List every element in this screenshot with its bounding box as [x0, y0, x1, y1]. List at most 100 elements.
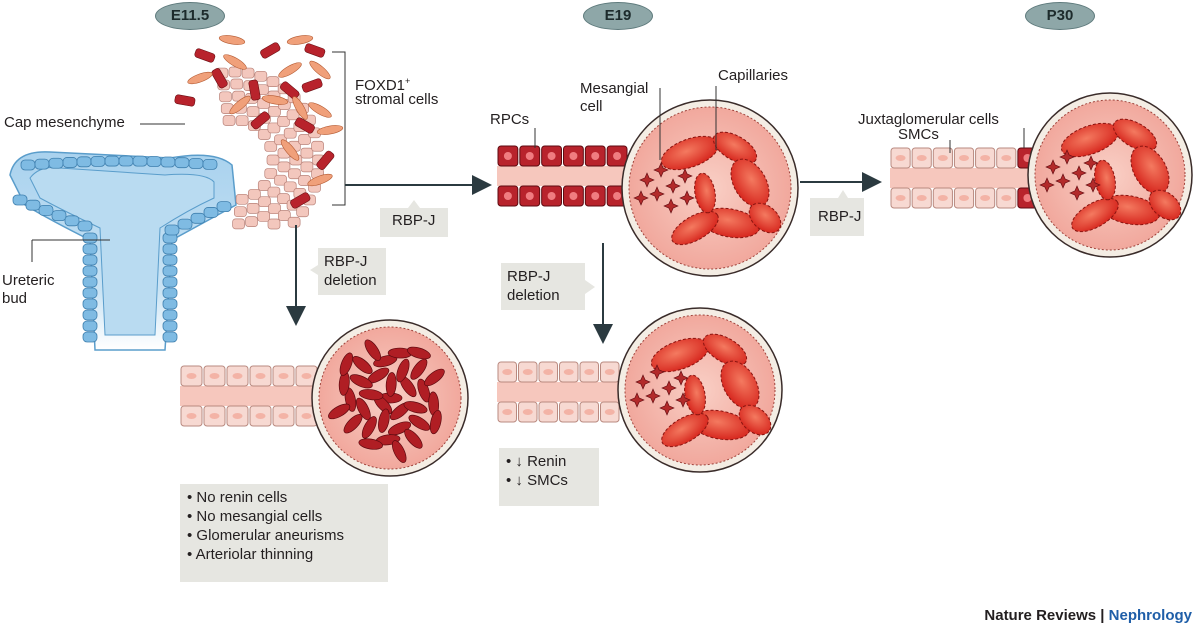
mesenchyme-cell [277, 210, 291, 221]
mesenchyme-cell [247, 189, 261, 200]
mesenchyme-cell [219, 91, 232, 103]
red-blood-cell [387, 421, 412, 436]
ureteric-cell [82, 243, 98, 255]
outcome-item: Glomerular aneurisms [187, 526, 381, 545]
mesangial-cell [1069, 185, 1085, 201]
mesangial-label: Mesangial [580, 80, 649, 97]
ureteric-cell [162, 265, 178, 277]
ureteric-cell [118, 155, 134, 167]
ureteric-cell [132, 155, 148, 167]
mesenchyme-cell [277, 193, 290, 204]
capillary-loop [1148, 189, 1182, 221]
ureteric-cell [160, 156, 176, 168]
outcome-box-middle: ↓ Renin↓ SMCs [499, 448, 599, 506]
red-blood-cell [408, 414, 431, 431]
mesenchyme-cell [283, 127, 297, 139]
mesangial-cell-label: cell [580, 98, 603, 115]
mesangial-cell [635, 374, 651, 390]
ureteric-cell [38, 204, 54, 216]
mesenchyme-cell [311, 140, 324, 152]
afferent-arteriole-p30 [890, 147, 1038, 209]
mesenchyme-cell [257, 180, 271, 191]
mesangial-cell [1085, 177, 1101, 193]
mesangial-cell [1071, 165, 1087, 181]
ureteric-cell [162, 309, 178, 321]
red-blood-cell [339, 352, 354, 376]
juxtaglomerular-label: Juxtaglomerular cells [858, 111, 999, 128]
red-blood-cell [424, 368, 445, 387]
ureteric-cell [51, 210, 67, 222]
mesangial-cell [649, 364, 665, 380]
deletion-b-line2: deletion [507, 287, 560, 304]
foxd1-stromal-cells [174, 35, 344, 209]
deletion-b-line1: RBP-J [507, 268, 551, 285]
mesenchyme-cell [288, 168, 301, 180]
stromal-cell [223, 54, 247, 70]
cap-mesenchyme-label: Cap mesenchyme [4, 114, 125, 131]
ureteric-cell [12, 194, 28, 206]
red-blood-cell [358, 438, 383, 450]
ureteric-cell [82, 331, 98, 343]
outcome-item: ↓ Renin [506, 452, 592, 471]
deletion-callout-b [501, 263, 595, 310]
glomerulus-p30 [1027, 92, 1193, 258]
red-blood-cell [417, 378, 431, 403]
mesenchyme-cell [228, 66, 242, 78]
mesangial-cell [679, 190, 695, 206]
mesenchyme-cell [257, 129, 271, 140]
ureteric-cell [76, 156, 92, 168]
ureteric-cell [82, 320, 98, 332]
mesenchyme-cell [267, 186, 281, 198]
red-blood-cell [328, 403, 351, 420]
mesangial-cell [629, 392, 645, 408]
ureteric-cell [82, 287, 98, 299]
renin-precursor-cell [250, 111, 270, 130]
capillaries-label: Capillaries [718, 67, 789, 84]
mesangial-cell [663, 198, 679, 214]
outcome-box-left: No renin cellsNo mesangial cellsGlomerul… [180, 484, 388, 582]
vessel-lumen [497, 382, 620, 402]
ureteric-cell [20, 159, 36, 171]
ureteric-cell [48, 157, 64, 169]
ureteric-cell [188, 158, 204, 169]
ureteric-cell [34, 158, 50, 170]
mesangial-cell [675, 392, 691, 408]
ureteric-cell [64, 215, 80, 227]
capillary-loop [694, 172, 716, 214]
outcome-item: No mesangial cells [187, 507, 381, 526]
mesangial-cell [633, 190, 649, 206]
mesenchyme-cell [296, 206, 309, 218]
mesenchyme-cell [283, 181, 297, 193]
afferent-arteriole-e19 [497, 145, 628, 207]
ureteric-label: Ureteric [2, 272, 55, 289]
mesenchyme-cell [268, 105, 281, 117]
ureteric-cell [82, 298, 98, 310]
ureteric-cell [162, 320, 178, 332]
stage-e11-5: E11.5 [155, 2, 225, 30]
mesenchyme-cell [241, 67, 255, 79]
ureteric-cell [62, 157, 78, 168]
red-blood-cell [410, 358, 428, 380]
red-blood-cell [406, 346, 431, 360]
rbpj-label-a: RBP-J [392, 212, 436, 229]
capillary-loop [1071, 197, 1119, 233]
ureteric-cell [203, 207, 219, 218]
mesenchyme-cell [274, 174, 287, 186]
stromal-cell [218, 35, 246, 45]
mesenchyme-cell [235, 115, 249, 127]
stage-e19: E19 [583, 2, 653, 30]
capillary-loop [671, 210, 719, 246]
mesenchyme-cell [254, 70, 268, 82]
mesangial-cell [1083, 155, 1099, 171]
mesenchyme-cell [300, 147, 314, 159]
foxd1-label: FOXD1+ [355, 76, 411, 94]
ureteric-cell [82, 254, 98, 266]
ureteric-cell [104, 155, 120, 167]
red-blood-cell [361, 416, 377, 439]
mesangial-cell [673, 370, 689, 386]
stromal-cell [309, 60, 331, 80]
renin-precursor-cell [304, 43, 326, 58]
mesenchyme-cell [287, 216, 301, 228]
mesenchyme-cell [245, 216, 258, 227]
mesenchyme-cell [300, 161, 314, 173]
